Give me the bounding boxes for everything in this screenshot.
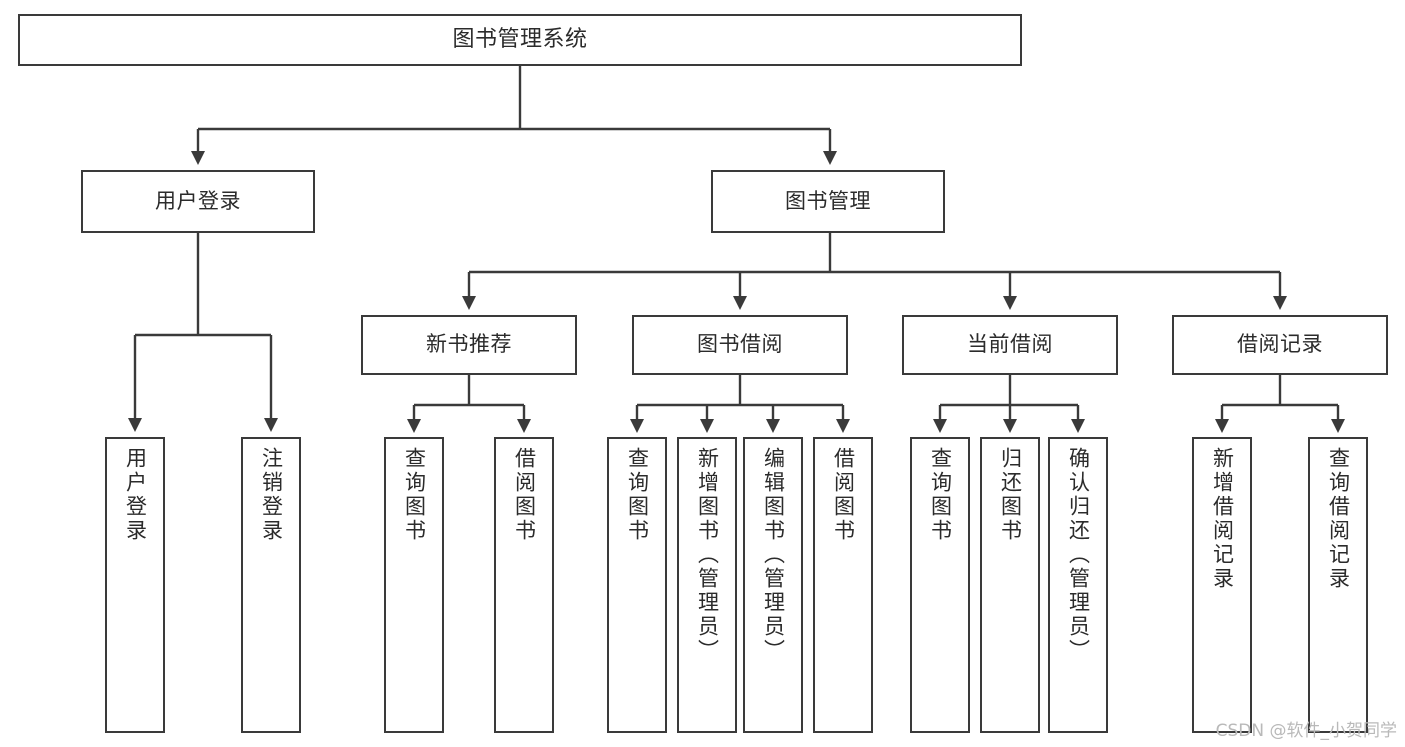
- leaf-user-login[interactable]: 用户登录: [105, 437, 165, 733]
- leaf-query-book-current[interactable]: 查询图书: [910, 437, 970, 733]
- leaf-query-borrow-record[interactable]: 查询借阅记录: [1308, 437, 1368, 733]
- leaf-confirm-return-admin[interactable]: 确认归还（管理员）: [1048, 437, 1108, 733]
- node-label: 图书借阅: [697, 332, 783, 357]
- node-user-login[interactable]: 用户登录: [81, 170, 315, 233]
- leaf-borrow-book-new[interactable]: 借阅图书: [494, 437, 554, 733]
- node-label: 借阅图书: [831, 447, 856, 543]
- node-label: 图书管理系统: [452, 26, 588, 52]
- node-label: 用户登录: [123, 447, 148, 543]
- node-book-management[interactable]: 图书管理: [711, 170, 945, 233]
- node-label: 注销登录: [259, 447, 284, 543]
- node-current-borrow[interactable]: 当前借阅: [902, 315, 1118, 375]
- leaf-edit-book-admin[interactable]: 编辑图书（管理员）: [743, 437, 803, 733]
- leaf-borrow-book[interactable]: 借阅图书: [813, 437, 873, 733]
- node-label: 新增借阅记录: [1210, 447, 1235, 591]
- node-label: 用户登录: [155, 188, 241, 213]
- node-new-book-recommend[interactable]: 新书推荐: [361, 315, 577, 375]
- node-label: 查询借阅记录: [1326, 447, 1351, 591]
- leaf-return-book[interactable]: 归还图书: [980, 437, 1040, 733]
- leaf-add-book-admin[interactable]: 新增图书（管理员）: [677, 437, 737, 733]
- node-label: 图书管理: [785, 188, 871, 213]
- node-label: 新书推荐: [426, 332, 512, 357]
- node-root-system[interactable]: 图书管理系统: [18, 14, 1022, 66]
- node-label: 查询图书: [625, 447, 650, 543]
- leaf-logout[interactable]: 注销登录: [241, 437, 301, 733]
- node-label: 借阅记录: [1237, 332, 1323, 357]
- node-label: 借阅图书: [512, 447, 537, 543]
- leaf-query-book-borrow[interactable]: 查询图书: [607, 437, 667, 733]
- node-label: 编辑图书（管理员）: [761, 447, 786, 663]
- node-book-borrow[interactable]: 图书借阅: [632, 315, 848, 375]
- leaf-add-borrow-record[interactable]: 新增借阅记录: [1192, 437, 1252, 733]
- node-label: 查询图书: [402, 447, 427, 543]
- node-label: 查询图书: [928, 447, 953, 543]
- node-label: 当前借阅: [967, 332, 1053, 357]
- node-label: 归还图书: [998, 447, 1023, 543]
- node-label: 新增图书（管理员）: [695, 447, 720, 663]
- node-borrow-record[interactable]: 借阅记录: [1172, 315, 1388, 375]
- node-label: 确认归还（管理员）: [1066, 447, 1091, 663]
- leaf-query-book-new[interactable]: 查询图书: [384, 437, 444, 733]
